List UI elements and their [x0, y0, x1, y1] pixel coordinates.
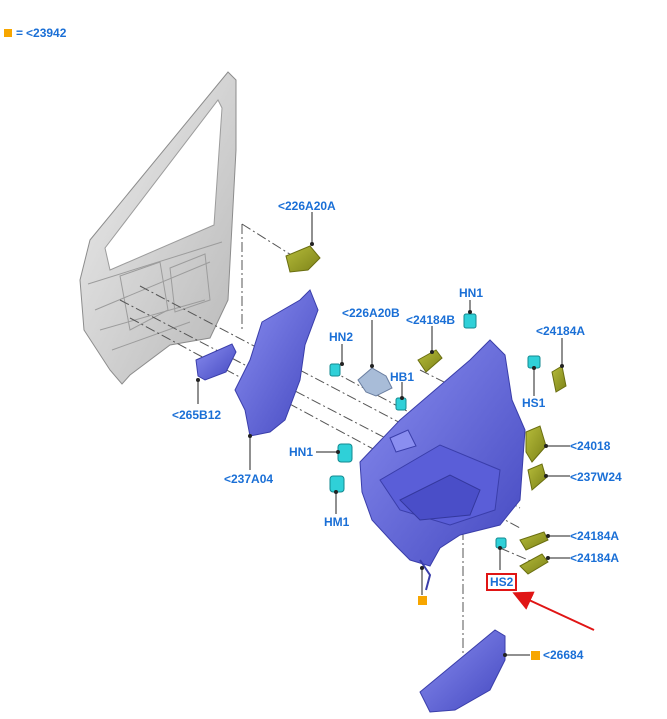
legend-equals: = [16, 26, 24, 40]
label-265B12[interactable]: <265B12 [172, 408, 222, 422]
label-26684[interactable]: <26684 [543, 648, 584, 662]
bracket-226A20B [357, 367, 393, 397]
label-HM1[interactable]: HM1 [324, 515, 350, 529]
legend: =<23942 [4, 26, 66, 40]
olive-trim-pieces [285, 245, 567, 575]
label-HN1-top[interactable]: HN1 [459, 286, 484, 300]
clip-HN1-top [463, 313, 477, 329]
label-HS2-highlighted[interactable]: HS2 [486, 573, 518, 591]
door-trim-panel [359, 339, 526, 591]
orange-marker-icon [418, 596, 427, 605]
clip-HM1 [329, 475, 345, 493]
part-24184A-low [519, 553, 549, 575]
label-HN1-mid[interactable]: HN1 [289, 445, 314, 459]
door-frame [79, 71, 237, 385]
clip-HN1-mid [337, 443, 353, 463]
part-24184A-mid [519, 531, 549, 551]
label-24018[interactable]: <24018 [570, 439, 611, 453]
clip-HB1 [395, 397, 407, 411]
part-24184A-top [551, 365, 567, 393]
label-226A20A[interactable]: <226A20A [278, 199, 336, 213]
label-HS1[interactable]: HS1 [522, 396, 546, 410]
part-24018 [525, 425, 547, 463]
label-226A20B[interactable]: <226A20B [342, 306, 400, 320]
upper-panel-237A04 [234, 289, 319, 437]
part-237W24 [527, 463, 547, 491]
clip-HN2 [329, 363, 341, 377]
part-226A20A [285, 245, 321, 273]
label-237A04[interactable]: <237A04 [224, 472, 274, 486]
small-panel-265B12 [195, 343, 237, 381]
label-24184A-low[interactable]: <24184A [570, 551, 620, 565]
legend-marker-icon [4, 29, 12, 37]
label-237W24[interactable]: <237W24 [570, 470, 622, 484]
callout-dots [196, 242, 564, 657]
label-HN2[interactable]: HN2 [329, 330, 354, 344]
part-24184B [417, 349, 443, 373]
orange-marker-icon [531, 651, 540, 660]
lower-trim-26684 [419, 629, 506, 713]
leader-lines [197, 212, 570, 656]
label-24184B[interactable]: <24184B [406, 313, 456, 327]
highlight-arrow [512, 591, 595, 631]
label-HB1[interactable]: HB1 [390, 370, 415, 384]
legend-ref-link[interactable]: <23942 [26, 26, 67, 40]
label-24184A-top[interactable]: <24184A [536, 324, 586, 338]
label-24184A-mid[interactable]: <24184A [570, 529, 620, 543]
